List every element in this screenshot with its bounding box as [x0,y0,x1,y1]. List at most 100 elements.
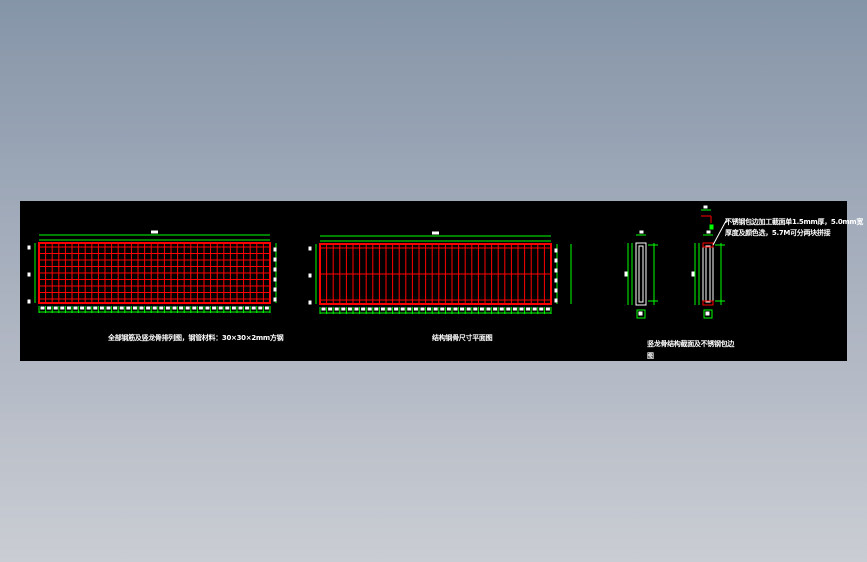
steel-plan-dim-label [328,307,333,311]
steel-plan-dim-label [493,307,498,311]
steel-plan-dim-label [526,307,531,311]
section-b-edge-bottom [702,300,714,306]
section-b-base [703,309,713,319]
steel-plan-right-label [554,258,558,263]
annotation-note-1: 不锈钢包边加工截面单1.5mm厚，5.0mm宽 [725,218,864,226]
steel-plan-dim-label [453,307,458,311]
annotation-note-2: 厚度及颜色选，5.7M可分两块拼接 [725,229,831,237]
drawing-svg [27,205,728,319]
section-a-inner [638,245,644,303]
section-a-top-label [639,230,644,234]
steel-plan-right-label [554,288,558,293]
rebar-layout-dim-label [106,306,111,310]
section-a-mid-label [624,271,628,277]
steel-plan-dim-label [367,307,372,311]
section-a-base-label [638,311,643,316]
steel-plan-dim-label [545,307,550,311]
steel-plan-dim-label [420,307,425,311]
steel-plan-dim-label [532,307,537,311]
steel-plan-right-label [554,268,558,273]
section-a-outer [635,242,647,306]
steel-plan-dim-label [334,307,339,311]
steel-plan-dim-label [380,307,385,311]
steel-plan-dim-label [341,307,346,311]
rebar-layout-dim-label [80,306,85,310]
rebar-layout-dim-label [198,306,203,310]
rebar-layout-dim-label [218,306,223,310]
steel-plan-dim-label [387,307,392,311]
rebar-layout-dim-label [258,306,263,310]
rebar-layout-right-label [273,267,277,272]
rebar-layout-dim-label [132,306,137,310]
rebar-layout-dim-label [205,306,210,310]
rebar-layout-dim-label [119,306,124,310]
steel-plan-dim-label [539,307,544,311]
rebar-layout-dim-label [73,306,78,310]
rebar-layout-dim-label [53,306,58,310]
steel-plan-side-label [308,273,312,278]
rebar-layout-dim-label [126,306,131,310]
rebar-layout-dim-label [165,306,170,310]
rebar-layout-dim-label [113,306,118,310]
rebar-layout-right-label [273,257,277,262]
section-b-base-label [705,311,710,316]
rebar-layout-dim-label [99,306,104,310]
steel-plan-dim-label [413,307,418,311]
section-b-mid-label [691,271,695,277]
section-b-inner [705,245,711,303]
steel-plan-dim-label [433,307,438,311]
steel-plan-dim-label [473,307,478,311]
steel-plan-dim-label [394,307,399,311]
steel-plan-dim-label [347,307,352,311]
detail-label [703,205,708,209]
steel-plan-dim-label [374,307,379,311]
rebar-layout-right-label [273,287,277,292]
rebar-layout-right-label [273,277,277,282]
steel-plan-dim-label [440,307,445,311]
steel-plan-dim-label [354,307,359,311]
rebar-layout-right-label [273,297,277,302]
rebar-layout-dim-label [139,306,144,310]
leader-line [712,218,728,246]
rebar-layout-dim-text [151,230,158,234]
cad-drawing-canvas[interactable]: 全部钢筋及竖龙骨排列图，钢管材料：30×30×2mm方钢 结构钢骨尺寸平面图 竖… [20,201,863,361]
rebar-layout-dim-label [60,306,65,310]
steel-plan-dim-label [486,307,491,311]
steel-plan-dim-label [361,307,366,311]
steel-plan-dim-label [460,307,465,311]
steel-plan-dim-label [427,307,432,311]
steel-plan-dim-label [466,307,471,311]
rebar-layout-dim-label [231,306,236,310]
rebar-layout-dim-label [172,306,177,310]
right-drawing-title-2: 图 [647,352,654,360]
middle-drawing-title: 结构钢骨尺寸平面图 [432,334,493,342]
rebar-layout-dim-label [86,306,91,310]
rebar-layout-side-label [27,272,31,277]
rebar-layout-dim-label [152,306,157,310]
steel-plan-dim-label [506,307,511,311]
section-b-outer [702,242,714,306]
rebar-layout-dim-label [93,306,98,310]
steel-plan-dim-label [400,307,405,311]
steel-plan-dim-label [407,307,412,311]
section-b-top-label [706,230,711,234]
rebar-layout-dim-label [40,306,45,310]
rebar-layout-right-label [273,247,277,252]
rebar-layout-dim-label [192,306,197,310]
rebar-layout-side-label [27,245,31,250]
left-drawing-title: 全部钢筋及竖龙骨排列图，钢管材料：30×30×2mm方钢 [108,334,284,342]
steel-plan-dim-label [446,307,451,311]
section-a-base [636,309,646,319]
rebar-layout-side-label [27,299,31,304]
steel-plan-dim-text [432,231,439,235]
rebar-layout-dim-label [179,306,184,310]
steel-plan-dim-label [512,307,517,311]
steel-plan-right-label [554,298,558,303]
rebar-layout-dim-label [185,306,190,310]
steel-plan-dim-label [479,307,484,311]
rebar-layout-dim-label [225,306,230,310]
rebar-layout-dim-label [47,306,52,310]
steel-plan-side-label [308,246,312,251]
steel-plan-right-label [554,248,558,253]
detail-node [709,224,714,230]
